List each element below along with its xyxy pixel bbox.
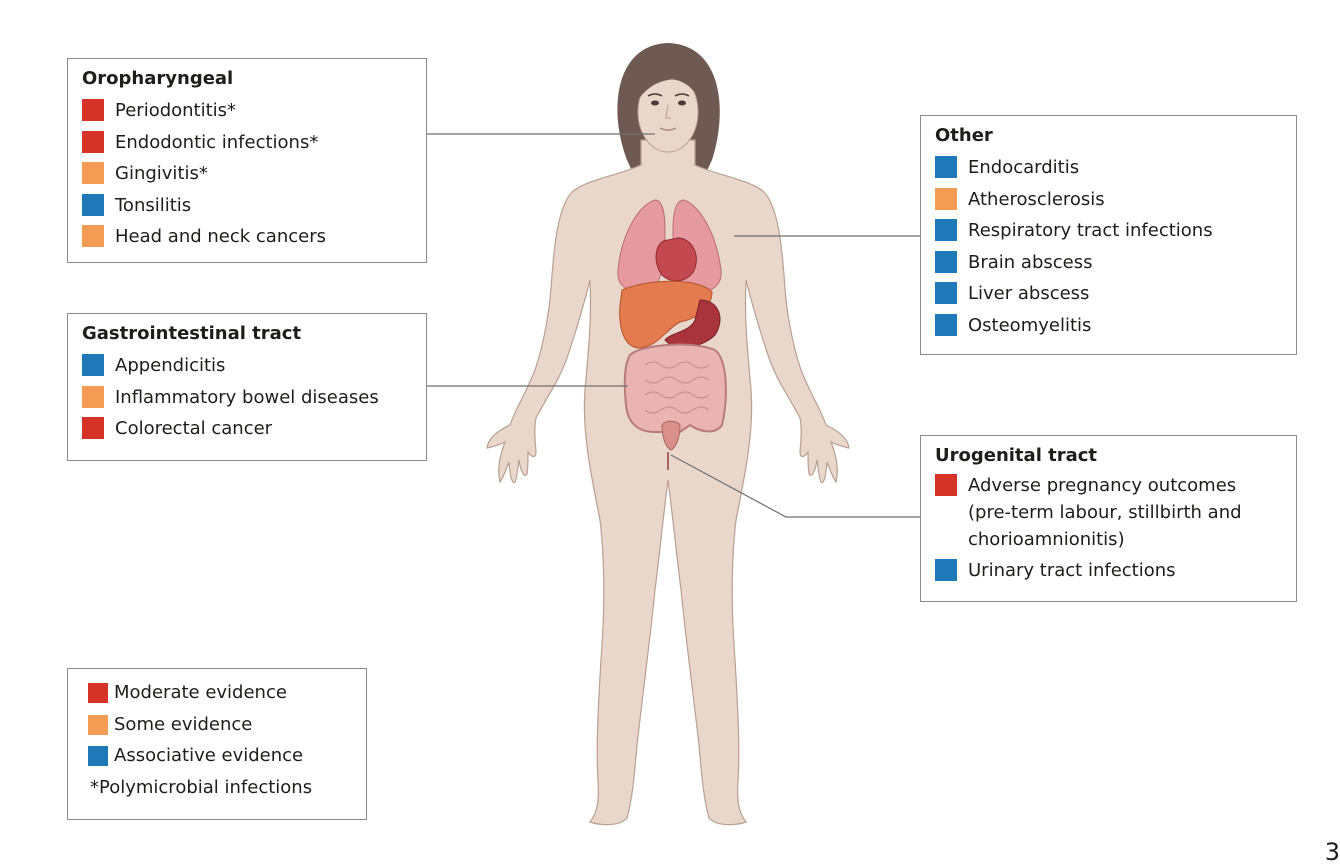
legend-box: Moderate evidence Some evidence Associat…: [67, 668, 367, 820]
list-item: Respiratory tract infections: [935, 215, 1284, 247]
list-item: Urinary tract infections: [935, 557, 1284, 584]
associative-evidence-swatch: [88, 746, 108, 766]
liver: [619, 280, 713, 349]
legend-item: Some evidence: [88, 709, 354, 741]
associative-evidence-swatch: [935, 559, 957, 581]
list-item: Brain abscess: [935, 247, 1284, 279]
some-evidence-swatch: [88, 714, 108, 735]
body-silhouette: [486, 139, 850, 826]
associative-evidence-swatch: [935, 156, 957, 178]
list-item: Endocarditis: [935, 152, 1284, 184]
list-item: Head and neck cancers: [82, 221, 414, 253]
gastrointestinal-title: Gastrointestinal tract: [82, 323, 302, 344]
small-intestine: [644, 361, 710, 414]
associative-evidence-swatch: [935, 313, 957, 336]
legend-item: Moderate evidence: [88, 677, 354, 709]
associative-evidence-swatch: [935, 219, 957, 241]
heart: [655, 237, 697, 282]
uterus: [661, 420, 681, 451]
associative-evidence-swatch: [935, 282, 957, 304]
other-title: Other: [935, 125, 993, 146]
moderate-evidence-swatch: [935, 474, 957, 496]
large-intestine: [623, 343, 727, 433]
moderate-evidence-swatch: [82, 130, 104, 153]
list-item: Periodontitis*: [82, 95, 414, 127]
list-item: Atherosclerosis: [935, 184, 1284, 216]
moderate-evidence-swatch: [82, 99, 104, 121]
list-item: Appendicitis: [82, 350, 414, 382]
oropharyngeal-box: Oropharyngeal Periodontitis* Endodontic …: [67, 58, 427, 263]
list-item: Osteomyelitis: [935, 310, 1284, 342]
urogenital-box: Urogenital tract Adverse pregnancy outco…: [920, 435, 1297, 602]
gastrointestinal-box: Gastrointestinal tract Appendicitis Infl…: [67, 313, 427, 461]
urogenital-title: Urogenital tract: [935, 445, 1098, 466]
list-item: Liver abscess: [935, 278, 1284, 310]
other-box: Other Endocarditis Atherosclerosis Respi…: [920, 115, 1297, 355]
some-evidence-swatch: [82, 225, 104, 247]
legend-item: Associative evidence: [88, 740, 354, 772]
some-evidence-swatch: [82, 162, 104, 184]
page-number: 3: [1324, 838, 1340, 866]
associative-evidence-swatch: [82, 354, 104, 376]
list-item: Adverse pregnancy outcomes (pre-term lab…: [935, 472, 1284, 553]
legend-note: *Polymicrobial infections: [90, 776, 313, 798]
list-item: Endodontic infections*: [82, 127, 414, 159]
moderate-evidence-swatch: [88, 683, 108, 703]
moderate-evidence-swatch: [82, 417, 104, 439]
list-item: Inflammatory bowel diseases: [82, 382, 414, 414]
list-item: Gingivitis*: [82, 158, 414, 190]
associative-evidence-swatch: [935, 250, 957, 273]
leader-lines: [426, 133, 920, 518]
oropharyngeal-title: Oropharyngeal: [82, 68, 234, 89]
some-evidence-swatch: [82, 385, 104, 408]
list-item: Colorectal cancer: [82, 413, 414, 445]
some-evidence-swatch: [935, 187, 957, 210]
associative-evidence-swatch: [82, 193, 104, 216]
list-item: Tonsilitis: [82, 190, 414, 222]
